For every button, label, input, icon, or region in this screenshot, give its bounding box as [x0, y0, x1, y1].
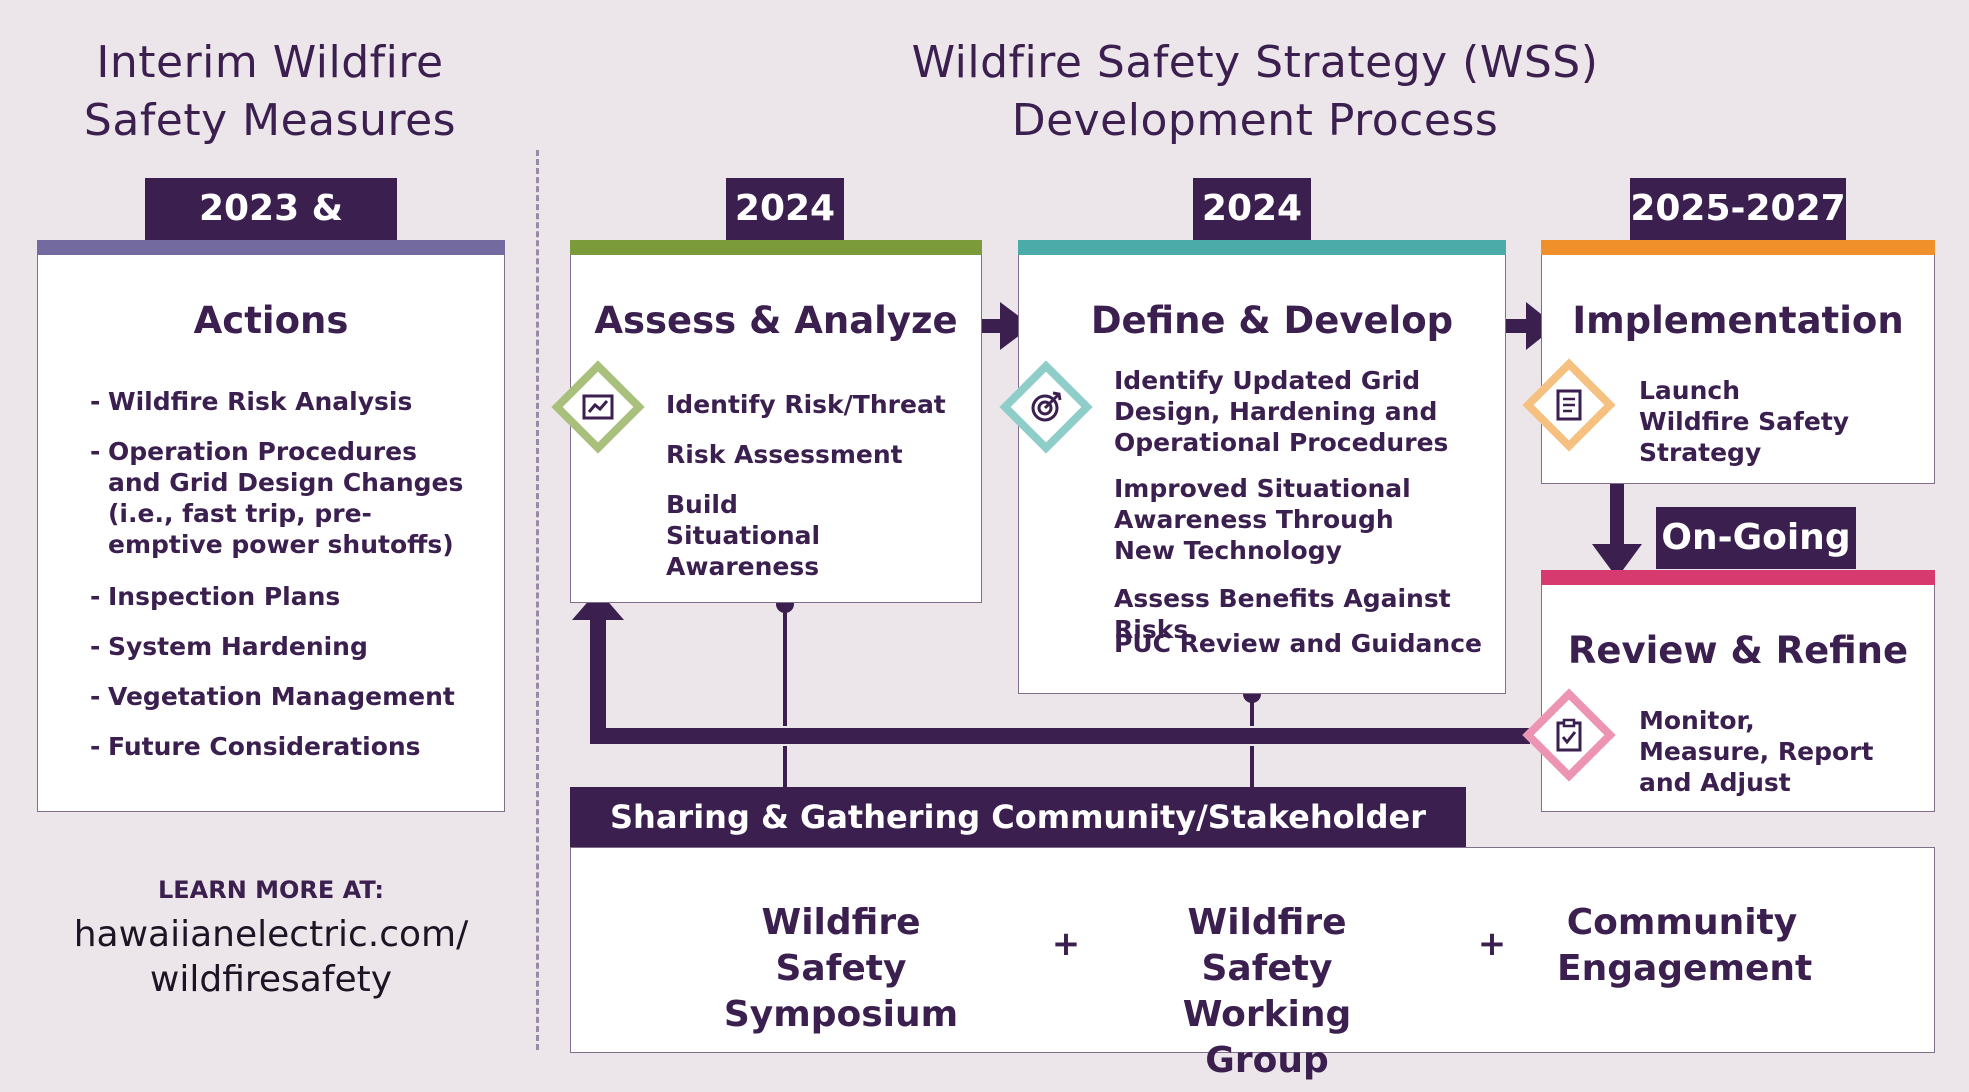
actions-box: Actions Wildfire Risk Analysis Operation…	[37, 240, 505, 812]
community-box: Wildfire Safety Symposium + Wildfire Saf…	[570, 847, 1935, 1081]
learn-more-url[interactable]: hawaiianelectric.com/ wildfiresafety	[40, 912, 502, 1002]
assess-item-risk-assessment: Risk Assessment	[666, 440, 903, 469]
define-item-situational: Improved Situational Awareness Through N…	[1114, 474, 1411, 565]
ongoing-badge: On-Going	[1656, 507, 1856, 569]
part-symposium: Wildfire Safety Symposium	[723, 902, 959, 1035]
feedback-vertical	[590, 618, 606, 744]
define-top-bar	[1018, 240, 1506, 255]
plus-2: +	[1477, 924, 1507, 964]
define-box: Define & Develop Identify Updated Grid D…	[1018, 240, 1506, 694]
implementation-title: Implementation	[1572, 299, 1904, 342]
part-community-engagement: Community Engagement	[1557, 902, 1813, 989]
feedback-arrowhead	[572, 590, 624, 620]
review-item-monitor: Monitor, Measure, Report and Adjust	[1639, 706, 1874, 797]
implementation-top-bar	[1541, 240, 1935, 255]
wss-heading: Wildfire Safety Strategy (WSS) Developme…	[830, 34, 1680, 150]
learn-more-url-line2: wildfiresafety	[149, 959, 393, 1000]
wss-heading-line2: Development Process	[1011, 95, 1499, 146]
section-divider	[536, 150, 539, 1050]
arrow-assess-define-shaft	[982, 319, 1002, 333]
assess-year-badge: 2024	[726, 178, 844, 240]
chart-icon	[582, 394, 614, 420]
feedback-horizontal	[590, 728, 1530, 744]
community-header: Sharing & Gathering Community/Stakeholde…	[570, 787, 1466, 896]
assess-item-identify: Identify Risk/Threat	[666, 390, 946, 419]
review-box: Review & Refine Monitor, Measure, Report…	[1541, 570, 1935, 812]
review-title: Review & Refine	[1567, 629, 1909, 672]
define-item-benefits: Assess Benefits Against Risks	[1114, 584, 1451, 644]
actions-item-operation-procedures: Operation Procedures and Grid Design Cha…	[90, 436, 478, 560]
interim-heading-line2: Safety Measures	[83, 95, 457, 146]
arrow-define-impl-shaft	[1506, 319, 1528, 333]
assess-title: Assess & Analyze	[594, 299, 958, 342]
assess-item-situational: Build Situational Awareness	[666, 490, 821, 581]
actions-item-system-hardening: System Hardening	[90, 631, 508, 662]
part-working-group: Wildfire Safety Working Group	[1182, 902, 1352, 1081]
implementation-item-launch: Launch Wildfire Safety Strategy	[1639, 376, 1850, 467]
actions-year-badge: 2023 & 2024	[145, 178, 397, 291]
define-title: Define & Develop	[1090, 299, 1454, 342]
define-item-grid-design: Identify Updated Grid Design, Hardening …	[1114, 366, 1449, 457]
actions-item-future: Future Considerations	[90, 731, 508, 762]
arrow-assess-define-head	[1000, 302, 1032, 350]
assess-top-bar	[570, 240, 982, 255]
learn-more-url-line1: hawaiianelectric.com/	[73, 914, 469, 955]
arrow-impl-review-head	[1592, 544, 1642, 578]
assess-box: Assess & Analyze Identify Risk/Threat Ri…	[570, 240, 982, 603]
learn-more-label: LEARN MORE AT:	[157, 876, 385, 904]
implementation-box: Implementation Launch Wildfire Safety St…	[1541, 240, 1935, 484]
target-icon	[1031, 391, 1062, 422]
document-icon	[1556, 389, 1582, 421]
wss-heading-line1: Wildfire Safety Strategy (WSS)	[911, 37, 1599, 88]
plus-1: +	[1051, 924, 1081, 964]
actions-item-inspection-plans: Inspection Plans	[90, 581, 508, 612]
interim-heading-line1: Interim Wildfire	[96, 37, 444, 88]
clipboard-check-icon	[1556, 718, 1582, 752]
define-year-badge: 2024	[1193, 178, 1311, 240]
arrow-impl-review-shaft	[1610, 484, 1624, 546]
actions-item-risk-analysis: Wildfire Risk Analysis	[90, 386, 508, 417]
actions-item-vegetation: Vegetation Management	[90, 681, 508, 712]
actions-title: Actions	[193, 299, 349, 342]
implementation-year-badge: 2025-2027	[1630, 178, 1846, 240]
interim-heading: Interim Wildfire Safety Measures	[40, 34, 500, 150]
review-top-bar	[1541, 570, 1935, 585]
actions-top-bar	[37, 240, 505, 255]
define-item-puc: PUC Review and Guidance	[1114, 629, 1482, 658]
